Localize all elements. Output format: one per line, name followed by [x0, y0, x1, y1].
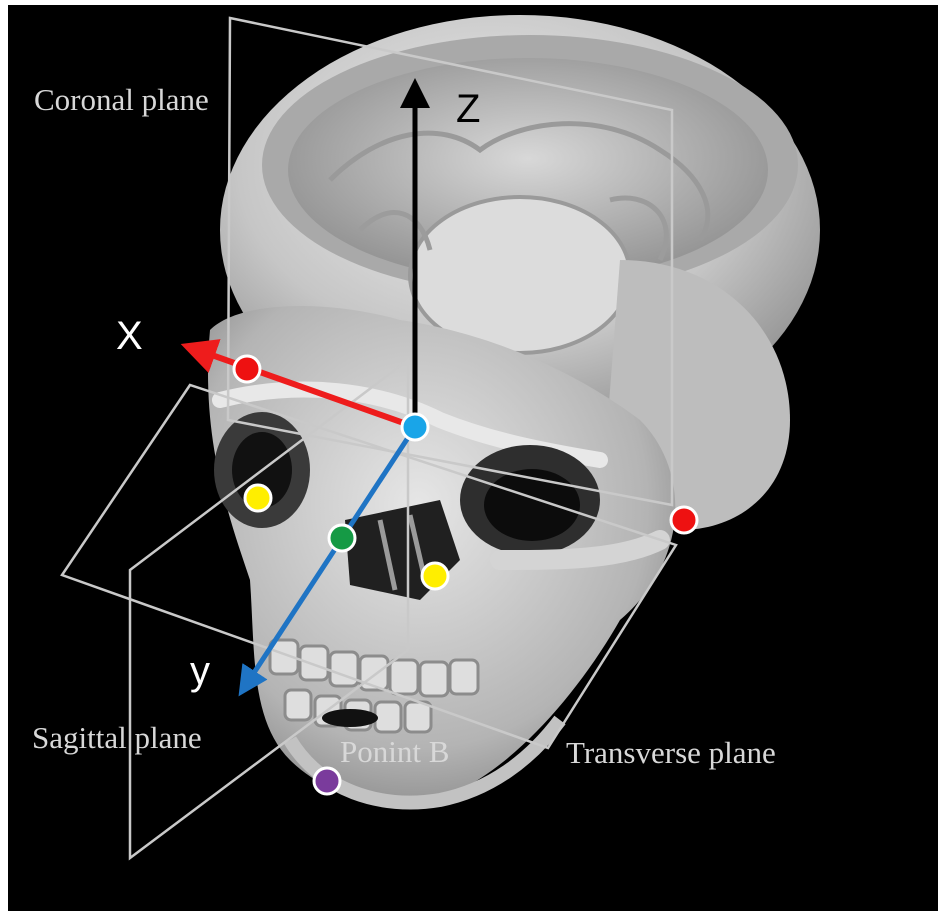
transverse-plane-label: Transverse plane — [566, 735, 776, 770]
y-axis-label: y — [190, 649, 210, 693]
x-axis-label: X — [116, 314, 143, 358]
z-axis-label: Z — [456, 87, 480, 131]
right-orbit-point — [422, 563, 448, 589]
left-ear-point — [234, 356, 260, 382]
right-ear-point — [671, 507, 697, 533]
point-b-label: Ponint B — [340, 734, 449, 769]
origin-point — [402, 414, 428, 440]
sagittal-plane-label: Sagittal plane — [32, 720, 202, 755]
coronal-plane-label: Coronal plane — [34, 82, 209, 117]
point-b-marker — [314, 768, 340, 794]
nasal-point — [329, 525, 355, 551]
left-orbit-point — [245, 485, 271, 511]
